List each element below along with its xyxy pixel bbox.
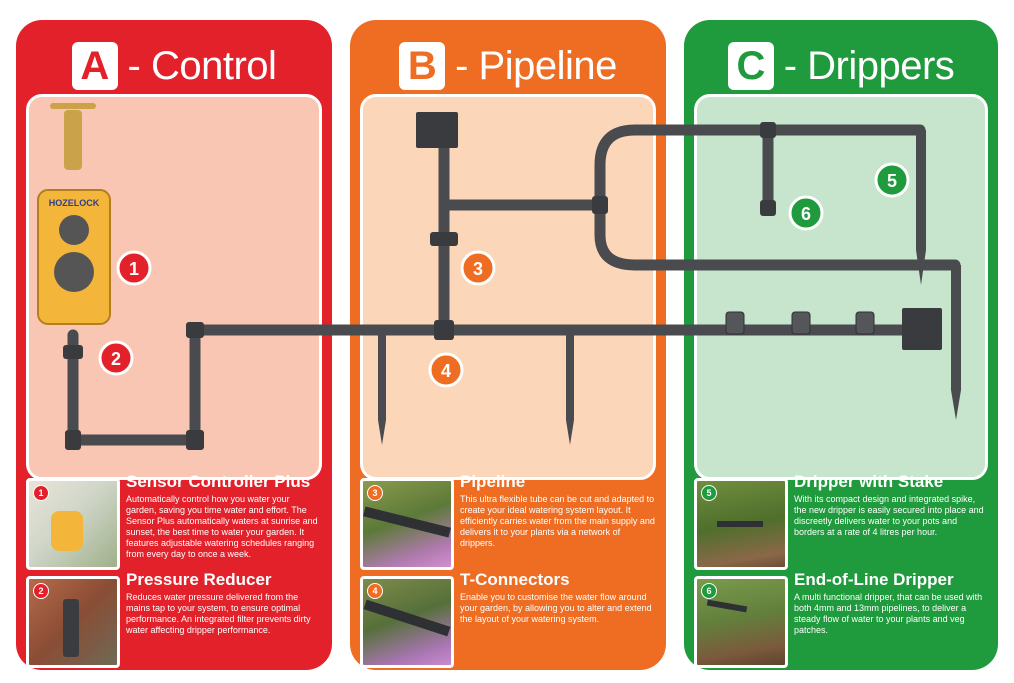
panel-letter-b: B	[399, 42, 446, 90]
inline-dripper	[791, 311, 811, 335]
callout-3-label: 3	[473, 259, 483, 279]
callout-6-label: 6	[801, 204, 811, 224]
pipe-photo-shape	[717, 521, 763, 527]
item-title: End-of-Line Dripper	[794, 570, 954, 589]
callout-2	[98, 340, 134, 376]
inline-dripper	[855, 311, 875, 335]
elbow-fitting	[65, 430, 81, 450]
tap-body	[64, 110, 82, 170]
pipe-clip	[430, 232, 458, 246]
panel-pipeline: B - Pipeline 3 Pipeline This ultra flexi…	[350, 20, 666, 670]
callout-5	[874, 162, 910, 198]
pressure-reducer-photo: 2	[26, 576, 120, 668]
t-connector-top	[760, 122, 776, 138]
end-of-line-photo: 6	[694, 576, 788, 668]
controller-dial-top	[59, 215, 89, 245]
tap-handle	[50, 103, 96, 109]
callout-2-label: 2	[111, 349, 121, 369]
item-dripper-with-stake: 5 Dripper with Stake With its compact de…	[694, 472, 992, 574]
callout-5-label: 5	[887, 171, 897, 191]
item-title: Pipeline	[460, 472, 526, 491]
sensor-controller-photo: 1	[26, 478, 120, 570]
panel-title-text: - Control	[127, 43, 277, 88]
panel-letter-c: C	[727, 42, 774, 90]
controller-dial-bottom	[54, 252, 94, 292]
dripper-stake-photo: 5	[694, 478, 788, 570]
item-description: Reduces water pressure delivered from th…	[126, 592, 311, 635]
dripper-stake-long	[951, 265, 961, 420]
item-title: Pressure Reducer	[126, 570, 272, 589]
item-title: T-Connectors	[460, 570, 570, 589]
callout-1	[116, 250, 152, 286]
item-pressure-reducer: 2 Pressure Reducer Reduces water pressur…	[26, 570, 326, 672]
panel-letter-a: A	[71, 42, 118, 90]
panel-title-text: - Drippers	[783, 43, 955, 88]
item-number-badge: 2	[33, 583, 49, 599]
item-title: Dripper with Stake	[794, 472, 944, 491]
dripper-stake-5	[916, 130, 926, 285]
callout-1-label: 1	[129, 259, 139, 279]
end-line-dripper	[760, 200, 776, 216]
panel-title-text: - Pipeline	[455, 43, 617, 88]
reducer-photo-shape	[63, 599, 79, 657]
item-pipeline: 3 Pipeline This ultra flexible tube can …	[360, 472, 660, 574]
item-description: This ultra flexible tube can be cut and …	[460, 494, 655, 548]
item-description: A multi functional dripper, that can be …	[794, 592, 983, 635]
item-t-connectors: 4 T-Connectors Enable you to customise t…	[360, 570, 660, 672]
connectors	[63, 112, 942, 450]
item-number-badge: 4	[367, 583, 383, 599]
t-connector-photo: 4	[360, 576, 454, 668]
stake-1	[378, 325, 386, 445]
elbow-fitting	[186, 430, 204, 450]
item-description: With its compact design and integrated s…	[794, 494, 984, 537]
inline-drippers	[725, 311, 875, 335]
pipeline-photo: 3	[360, 478, 454, 570]
pipeline-tubes	[67, 124, 961, 446]
controller-photo-shape	[51, 511, 83, 551]
callout-4-label: 4	[441, 361, 451, 381]
item-end-of-line-dripper: 6 End-of-Line Dripper A multi functional…	[694, 570, 992, 672]
brand-logo: HOZELOCK	[49, 198, 100, 208]
pipeline-diagram-area	[360, 94, 656, 480]
item-number-badge: 6	[701, 583, 717, 599]
callout-6	[788, 195, 824, 231]
callout-4	[428, 352, 464, 388]
item-title: Sensor Controller Plus	[126, 472, 311, 491]
item-number-badge: 5	[701, 485, 717, 501]
elbow-fitting	[186, 322, 204, 338]
item-number-badge: 1	[33, 485, 49, 501]
t-connector	[434, 320, 454, 340]
tap-and-controller: HOZELOCK	[37, 103, 111, 325]
inline-dripper	[725, 311, 745, 335]
item-number-badge: 3	[367, 485, 383, 501]
item-description: Automatically control how you water your…	[126, 494, 318, 559]
stakes	[378, 130, 961, 445]
callout-3	[460, 250, 496, 286]
t-connector-upper	[592, 196, 608, 214]
dripper-loop-bottom	[594, 199, 961, 271]
end-cap-block	[416, 112, 458, 148]
panel-title-control: A - Control	[16, 38, 332, 94]
callout-badges: 1 2 3 4 5 6	[98, 162, 910, 388]
drippers-diagram-area	[694, 94, 988, 480]
item-description: Enable you to customise the water flow a…	[460, 592, 652, 624]
item-sensor-controller: 1 Sensor Controller Plus Automatically c…	[26, 472, 326, 574]
panel-title-drippers: C - Drippers	[684, 38, 998, 94]
panel-title-pipeline: B - Pipeline	[350, 38, 666, 94]
end-plug-block	[902, 308, 942, 350]
dripper-loop-top	[594, 124, 926, 211]
stake-2	[566, 325, 574, 445]
reducer-fitting	[63, 345, 83, 359]
